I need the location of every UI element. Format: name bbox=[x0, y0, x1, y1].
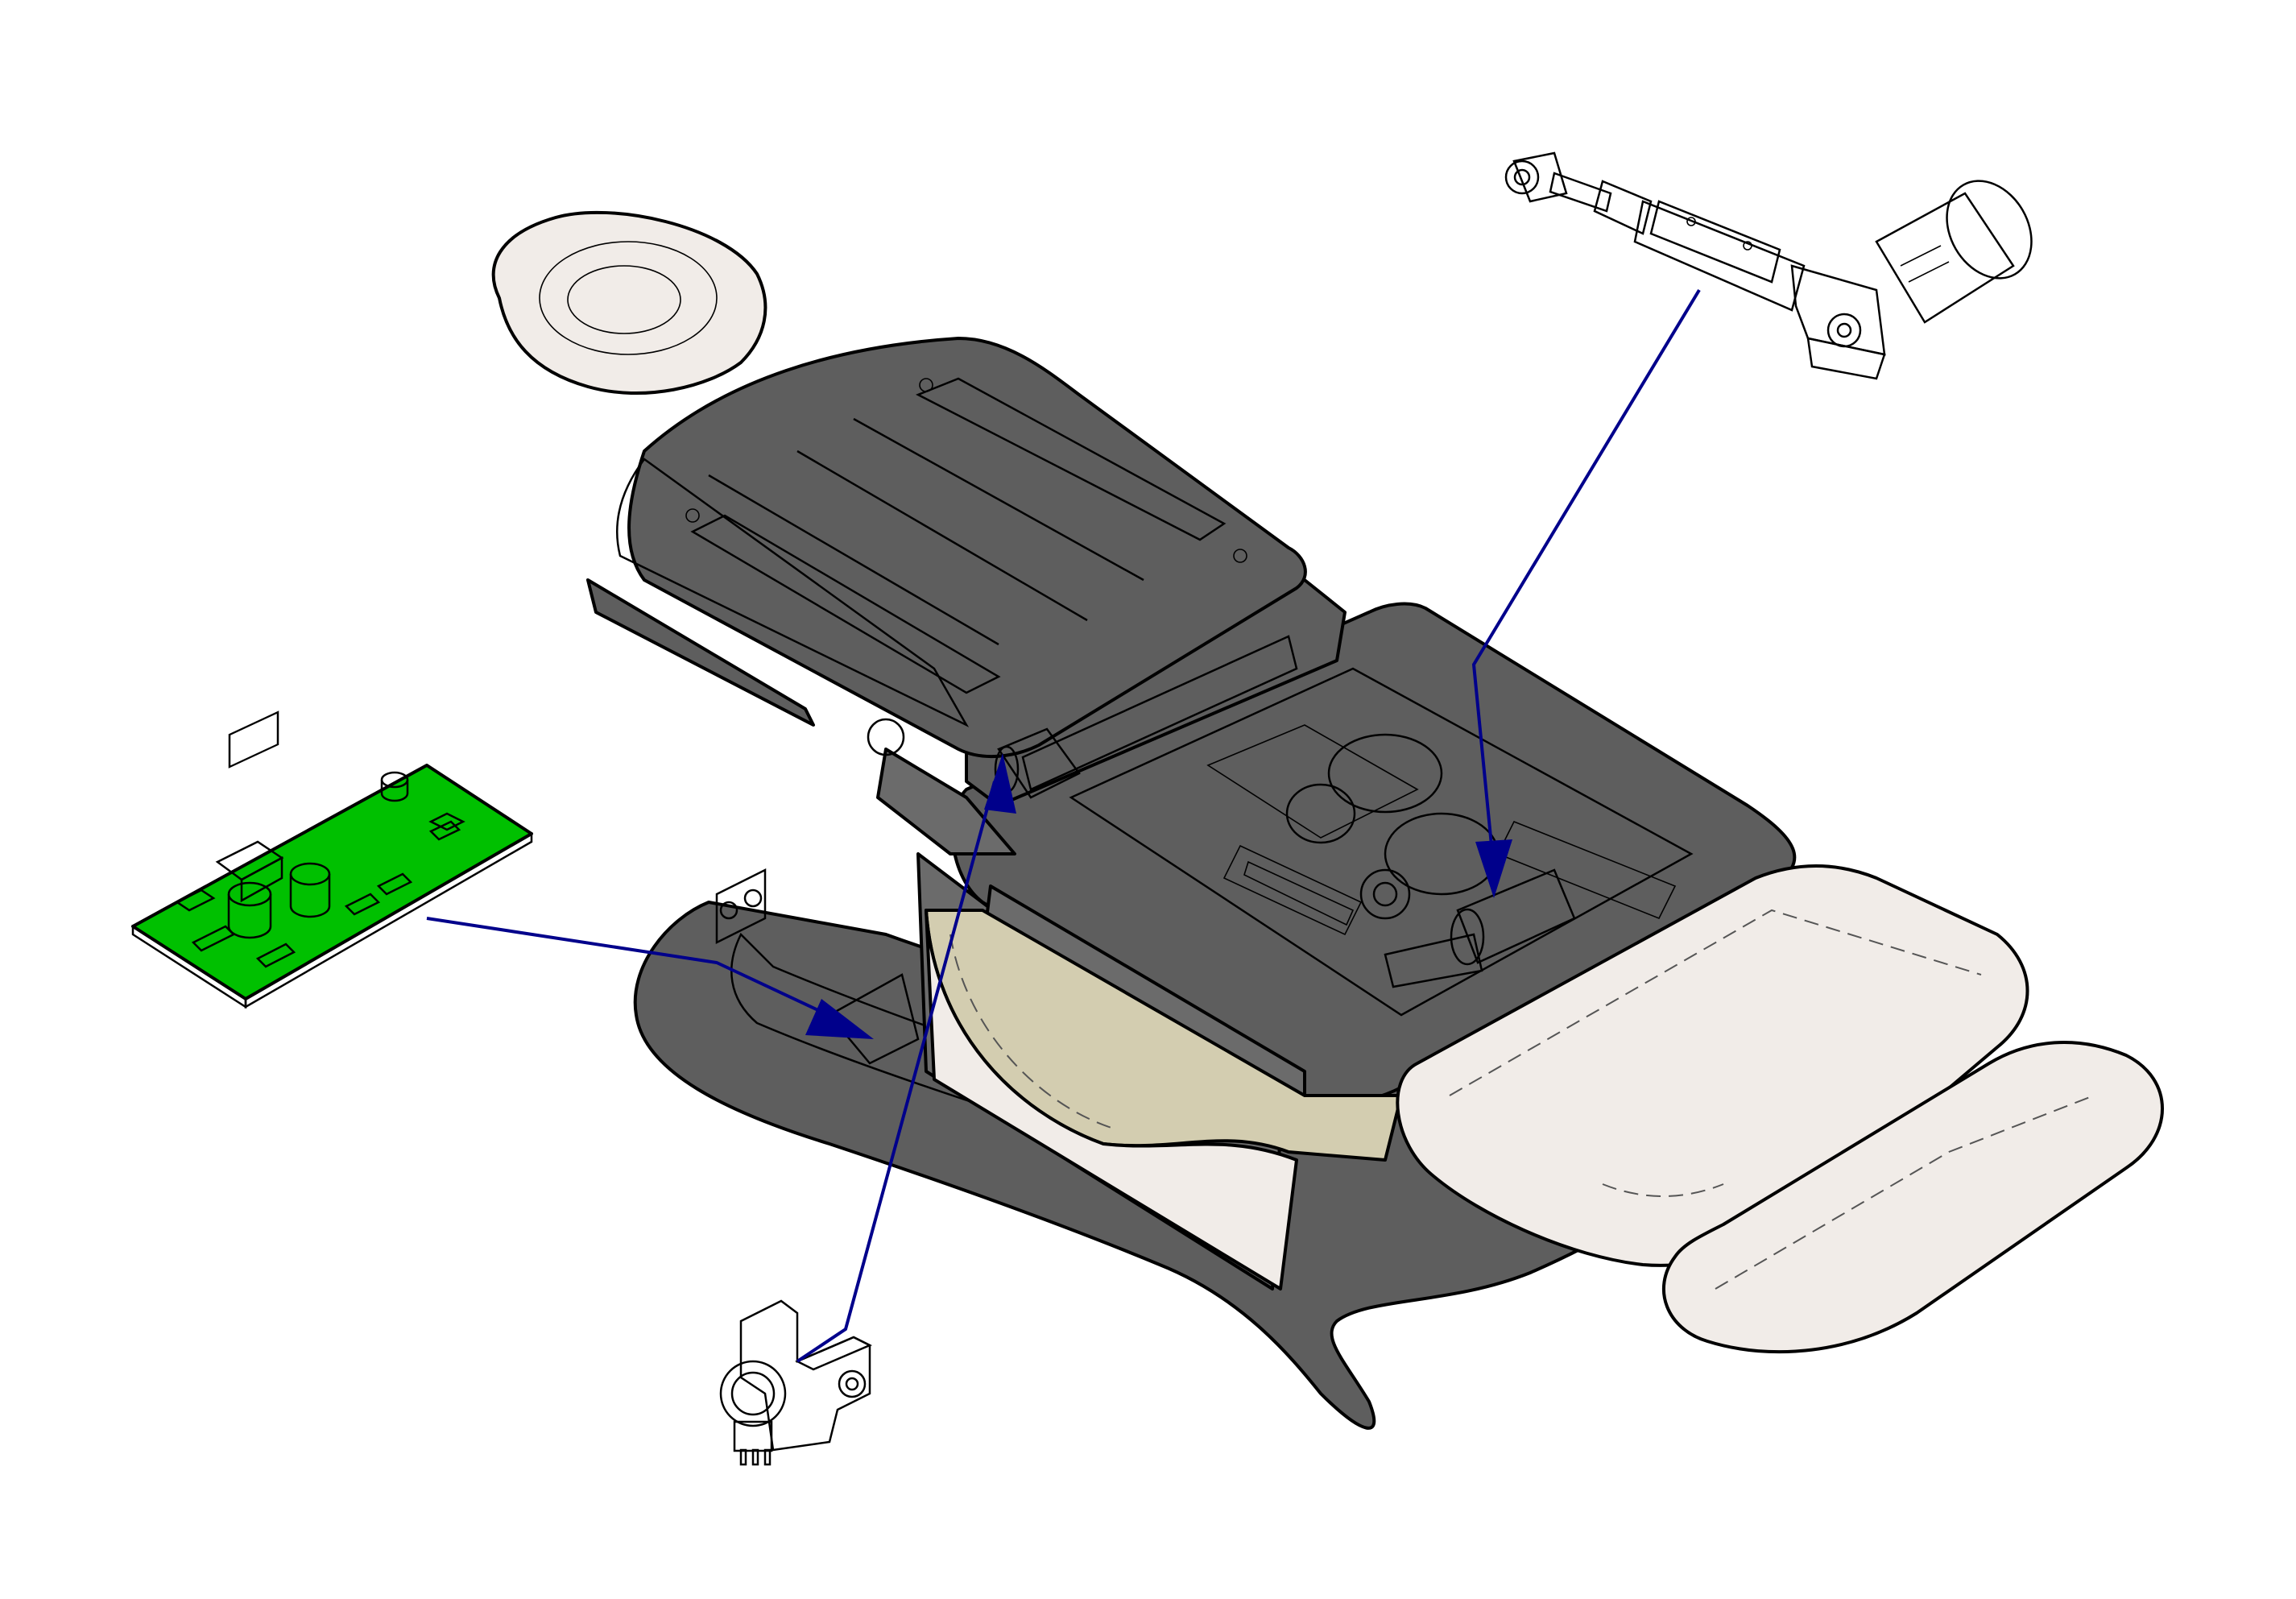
control-board bbox=[131, 710, 533, 1009]
headrest-pillow bbox=[491, 210, 767, 396]
callout-actuator bbox=[1471, 288, 1701, 871]
callout-arrows bbox=[426, 288, 1701, 1363]
seat-skirt bbox=[925, 909, 1403, 1290]
callout-pcb bbox=[426, 917, 846, 1025]
switch-bracket bbox=[719, 1299, 872, 1466]
callout-switch bbox=[796, 781, 996, 1363]
arrowhead-actuator bbox=[1475, 839, 1512, 898]
arrowhead-switch bbox=[984, 753, 1016, 814]
base-connectors bbox=[715, 868, 920, 1065]
backrest bbox=[586, 337, 1347, 855]
linear-actuator bbox=[1504, 151, 2033, 380]
arrowhead-pcb bbox=[805, 999, 874, 1039]
leg-rest-cushion bbox=[1661, 1040, 2164, 1354]
